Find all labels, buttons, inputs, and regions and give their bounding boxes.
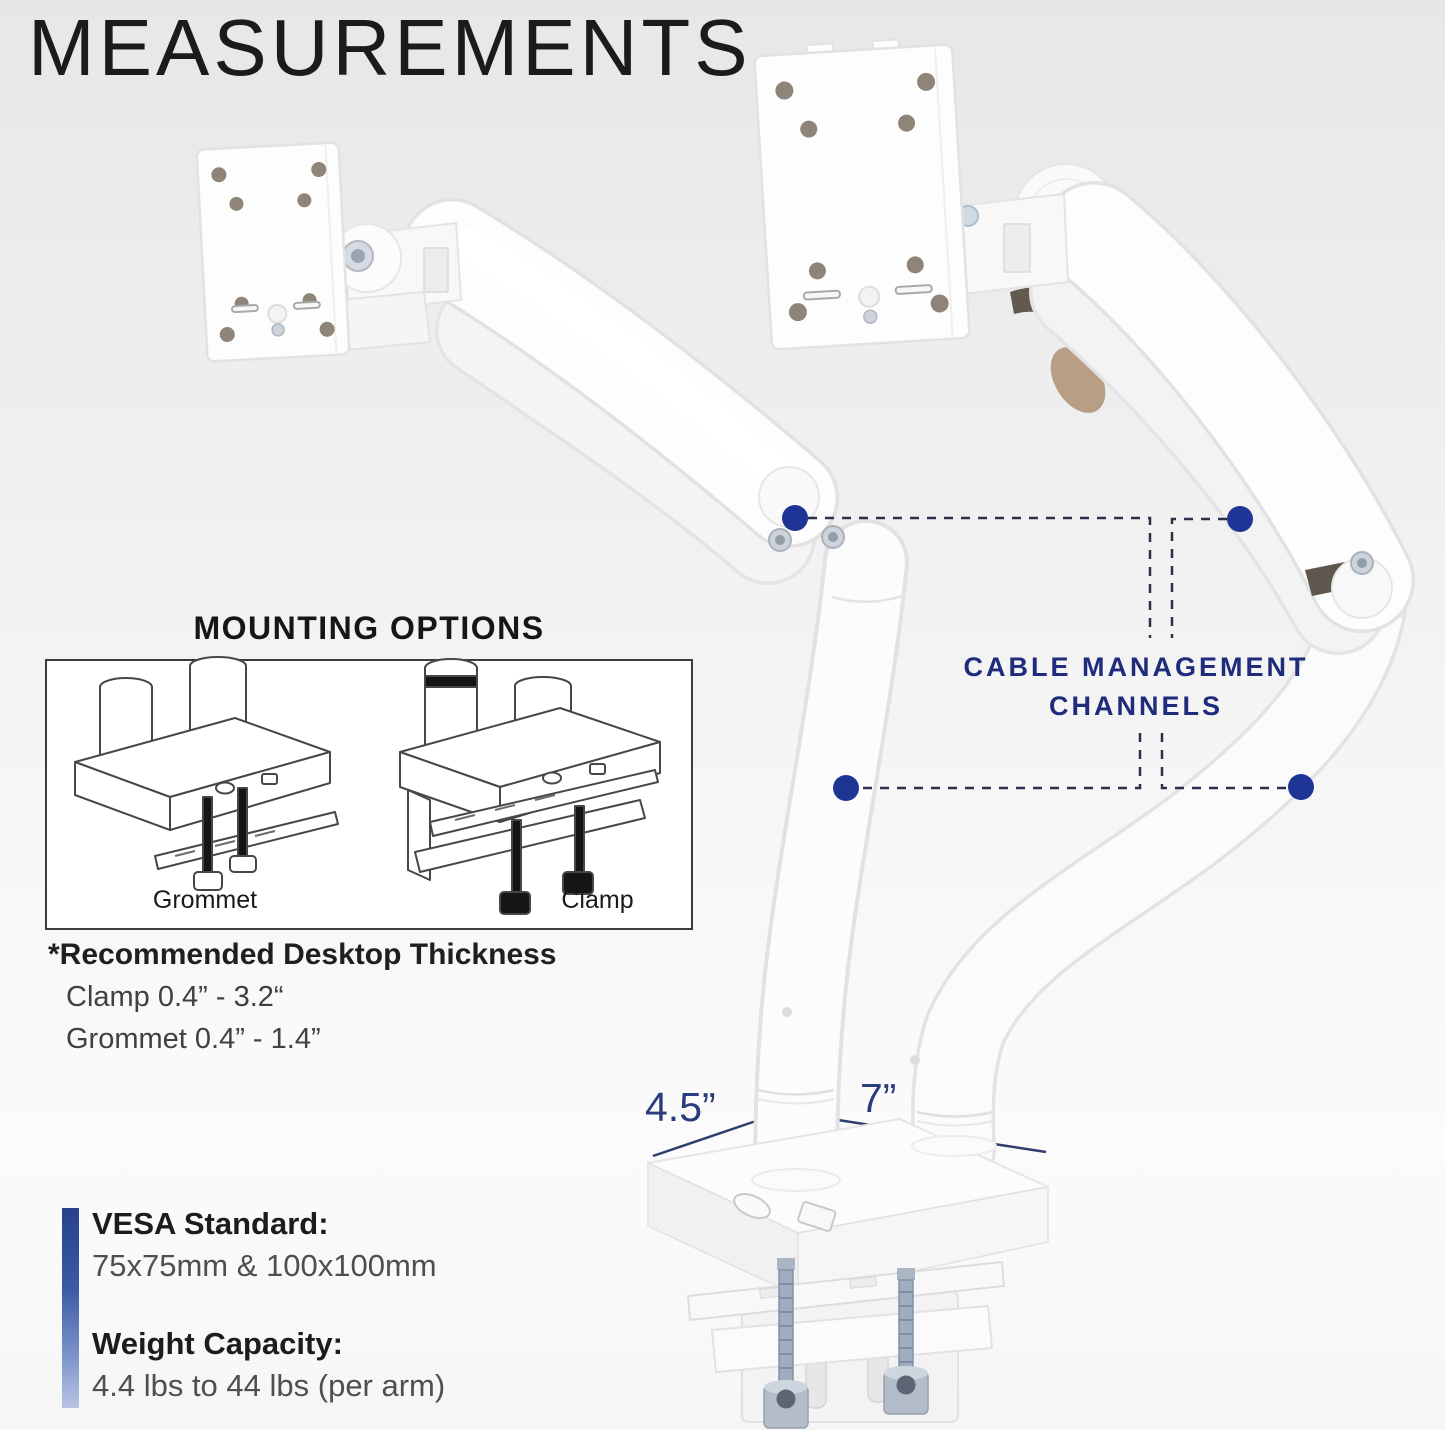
vesa-standard-value: 75x75mm & 100x100mm: [92, 1248, 437, 1283]
grommet-thickness-range: Grommet 0.4” - 1.4”: [66, 1023, 321, 1055]
cable-management-label: CABLE MANAGEMENT CHANNELS: [956, 648, 1316, 726]
clamp-thickness-range: Clamp 0.4” - 3.2“: [66, 981, 284, 1013]
clamp-screw-left: [763, 1258, 809, 1429]
cable-management-line2: CHANNELS: [1048, 691, 1223, 722]
vesa-standard-heading: VESA Standard:: [92, 1206, 329, 1241]
specs-accent-bar: [62, 1208, 79, 1408]
desk-base: [647, 1118, 1049, 1298]
left-arm-upper: [402, 198, 845, 585]
clamp-diagram: [399, 658, 661, 915]
right-vesa-hinge: [956, 192, 1070, 296]
callout-dots: [782, 505, 1314, 801]
cable-management-line1: CABLE MANAGEMENT: [963, 652, 1309, 682]
base-depth-dimension: 4.5”: [645, 1084, 716, 1130]
grommet-label: Grommet: [152, 886, 258, 914]
right-vesa-plate: [753, 38, 971, 351]
left-vesa-plate: [195, 141, 351, 363]
base-width-dimension: 7”: [860, 1075, 897, 1121]
clamp-screw-right: [883, 1268, 929, 1415]
desk-clamp: [686, 1258, 1006, 1429]
weight-capacity-heading: Weight Capacity:: [92, 1326, 343, 1361]
cable-management-callout: [782, 505, 1314, 801]
page-title: MEASUREMENTS: [28, 3, 752, 92]
right-arm-riser: [910, 566, 1407, 1192]
weight-capacity-value: 4.4 lbs to 44 lbs (per arm): [92, 1368, 446, 1403]
mounting-options-title: MOUNTING OPTIONS: [193, 610, 545, 646]
left-arm-riser: [753, 519, 909, 1226]
right-arm-upper: [1010, 163, 1415, 655]
desktop-thickness-heading: *Recommended Desktop Thickness: [48, 938, 557, 971]
grommet-diagram: [74, 656, 339, 891]
left-vesa-hinge: [332, 221, 463, 352]
clamp-label: Clamp: [561, 886, 634, 914]
